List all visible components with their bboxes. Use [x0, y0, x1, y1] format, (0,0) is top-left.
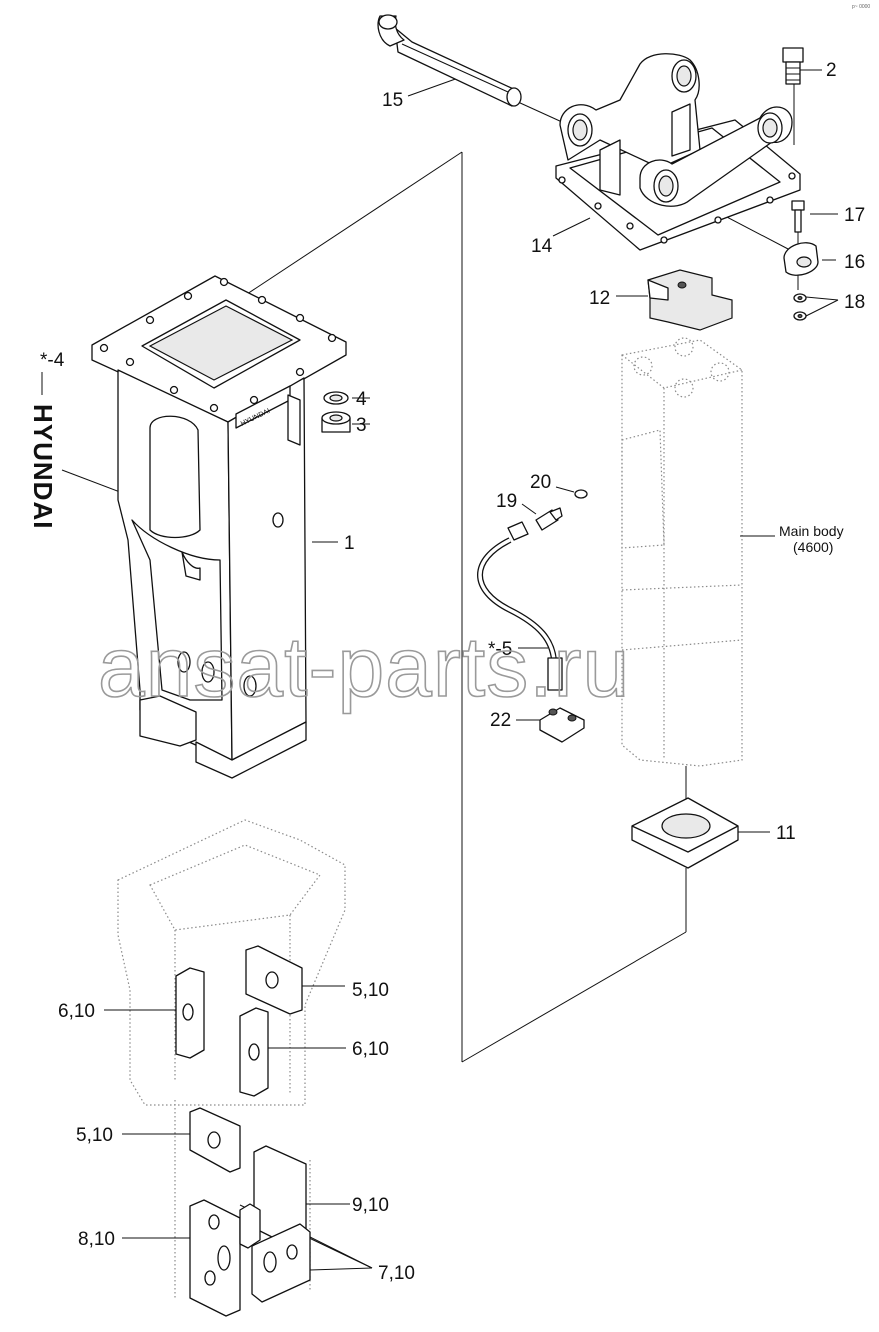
callout-labels: 2 15 17 14 16 12 18 *-4 4 3 20 19 Main b… — [40, 60, 865, 1284]
callout-7-10: 7,10 — [378, 1263, 415, 1284]
callout-17: 17 — [844, 205, 865, 226]
callout-6-10-left: 6,10 — [58, 1001, 95, 1022]
top-cap-part-14 — [555, 53, 801, 251]
plate-part-6-10-left — [175, 967, 205, 1059]
main-body-label: Main body — [779, 523, 844, 539]
plate-part-5-10-upper — [245, 945, 303, 1015]
bolt-part-2 — [782, 47, 804, 85]
callout-star-5: *-5 — [488, 639, 512, 660]
callout-5-10-upper: 5,10 — [352, 980, 389, 1001]
pin-part-15 — [377, 14, 522, 107]
main-body-ghost-outline — [621, 337, 743, 767]
washer-part-4 — [323, 391, 349, 405]
callout-5-10-lower: 5,10 — [76, 1125, 113, 1146]
o-ring-part-20 — [574, 489, 588, 499]
corner-mark: p~ 0000 — [852, 4, 870, 10]
cushion-part-12 — [647, 269, 733, 331]
callout-18: 18 — [844, 292, 865, 313]
callout-15: 15 — [382, 90, 403, 111]
plate-part-5-10-lower — [189, 1107, 241, 1173]
callout-19: 19 — [496, 491, 517, 512]
callout-9-10: 9,10 — [352, 1195, 389, 1216]
callout-11: 11 — [776, 823, 796, 844]
main-body-code: (4600) — [793, 539, 833, 555]
callout-20: 20 — [530, 472, 551, 493]
callout-star-4: *-4 — [40, 350, 65, 371]
bolt-part-17 — [791, 200, 805, 233]
callout-3: 3 — [356, 415, 367, 436]
callout-4: 4 — [356, 389, 367, 410]
plate-part-6-10-right — [239, 1007, 269, 1097]
nut-part-3 — [321, 411, 351, 433]
callout-1: 1 — [344, 533, 355, 554]
decal-large-text: HYUNDAI — [28, 404, 58, 529]
collar-part-16 — [783, 242, 819, 276]
bracket-housing-part-1: HYUNDAI — [91, 275, 347, 779]
callout-14: 14 — [531, 236, 553, 257]
callout-8-10: 8,10 — [78, 1229, 115, 1250]
plate-part-8-10 — [189, 1199, 241, 1317]
hose-star-5 — [477, 521, 563, 691]
callout-12: 12 — [589, 288, 610, 309]
callout-22: 22 — [490, 710, 511, 731]
plate-part-11 — [631, 797, 739, 869]
plate-part-7-10 — [239, 1203, 311, 1303]
callout-16: 16 — [844, 252, 865, 273]
callout-6-10-right: 6,10 — [352, 1039, 389, 1060]
nuts-part-18 — [793, 293, 807, 321]
callout-2: 2 — [826, 60, 837, 81]
valve-part-22 — [539, 707, 585, 743]
fitting-part-19 — [535, 507, 563, 531]
watermark: ansat-parts.ru — [98, 620, 630, 714]
decal-star-4: HYUNDAI — [28, 404, 58, 529]
